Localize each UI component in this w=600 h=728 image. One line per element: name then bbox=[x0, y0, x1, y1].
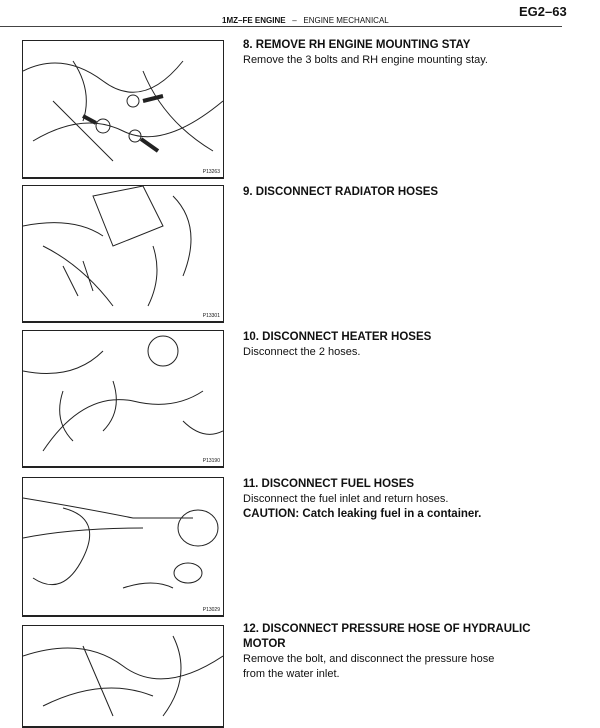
section-title: 1MZ–FE ENGINE bbox=[222, 16, 286, 25]
step-title: 12. DISCONNECT PRESSURE HOSE OF HYDRAULI… bbox=[243, 623, 531, 650]
step-12: 12. DISCONNECT PRESSURE HOSE OF HYDRAULI… bbox=[243, 622, 533, 682]
figure-heater-hoses: P13190 bbox=[22, 330, 224, 468]
figure-fuel-hoses: P13029 bbox=[22, 477, 224, 617]
step-title: 11. DISCONNECT FUEL HOSES bbox=[243, 478, 415, 490]
step-11: 11. DISCONNECT FUEL HOSES Disconnect the … bbox=[243, 477, 543, 522]
caution-text: CAUTION: Catch leaking fuel in a contain… bbox=[243, 508, 482, 520]
step-title: 8. REMOVE RH ENGINE MOUNTING STAY bbox=[243, 39, 471, 51]
chapter-title: ENGINE MECHANICAL bbox=[303, 16, 389, 25]
figure-label: P13301 bbox=[202, 313, 220, 319]
step-text: from the water inlet. bbox=[243, 668, 340, 680]
figure-label: P13190 bbox=[202, 458, 220, 464]
separator: – bbox=[292, 16, 297, 25]
step-text: Remove the bolt, and disconnect the pres… bbox=[243, 653, 495, 665]
step-title: 9. DISCONNECT RADIATOR HOSES bbox=[243, 186, 439, 198]
step-text: Disconnect the fuel inlet and return hos… bbox=[243, 493, 449, 505]
step-text: Remove the 3 bolts and RH engine mountin… bbox=[243, 54, 488, 66]
figure-mounting-stay: P13263 bbox=[22, 40, 224, 179]
header-rule bbox=[0, 26, 562, 27]
figure-radiator-hoses: P13301 bbox=[22, 185, 224, 323]
step-9: 9. DISCONNECT RADIATOR HOSES bbox=[243, 185, 543, 200]
figure-pressure-hose bbox=[22, 625, 224, 728]
step-8: 8. REMOVE RH ENGINE MOUNTING STAY Remove … bbox=[243, 38, 543, 68]
step-title: 10. DISCONNECT HEATER HOSES bbox=[243, 331, 432, 343]
step-text: Disconnect the 2 hoses. bbox=[243, 346, 361, 358]
page-number: EG2–63 bbox=[519, 4, 567, 19]
running-header: 1MZ–FE ENGINE – ENGINE MECHANICAL bbox=[222, 16, 389, 25]
figure-label: P13263 bbox=[202, 169, 220, 175]
figure-label: P13029 bbox=[202, 607, 220, 613]
step-10: 10. DISCONNECT HEATER HOSES Disconnect th… bbox=[243, 330, 543, 360]
